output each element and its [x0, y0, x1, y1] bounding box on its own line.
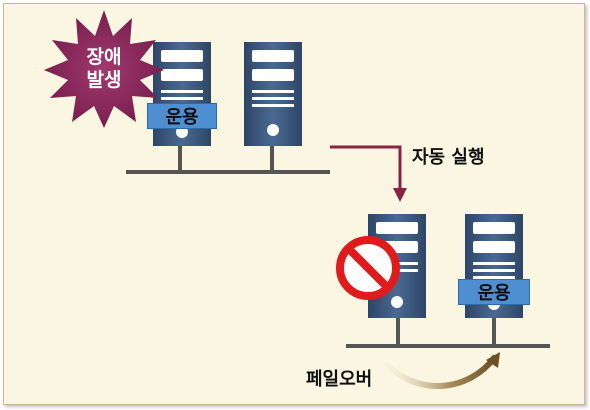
- failure-burst-icon: [44, 10, 164, 128]
- failure-label: 장애 발생: [74, 46, 134, 92]
- failure-label-line-2: 발생: [86, 69, 122, 91]
- failure-label-line-1: 장애: [86, 46, 122, 68]
- prohibited-icon: [336, 236, 400, 300]
- server-a-icon: [153, 42, 211, 146]
- failover-label: 페일오버: [306, 369, 373, 390]
- auto-run-label: 자동 실행: [412, 147, 485, 168]
- failover-arrow: [383, 352, 500, 389]
- server-b-icon: [244, 42, 302, 146]
- auto-run-arrow: [330, 145, 407, 202]
- active-badge-bottom: 운용: [458, 279, 530, 305]
- active-badge-top: 운용: [147, 103, 217, 129]
